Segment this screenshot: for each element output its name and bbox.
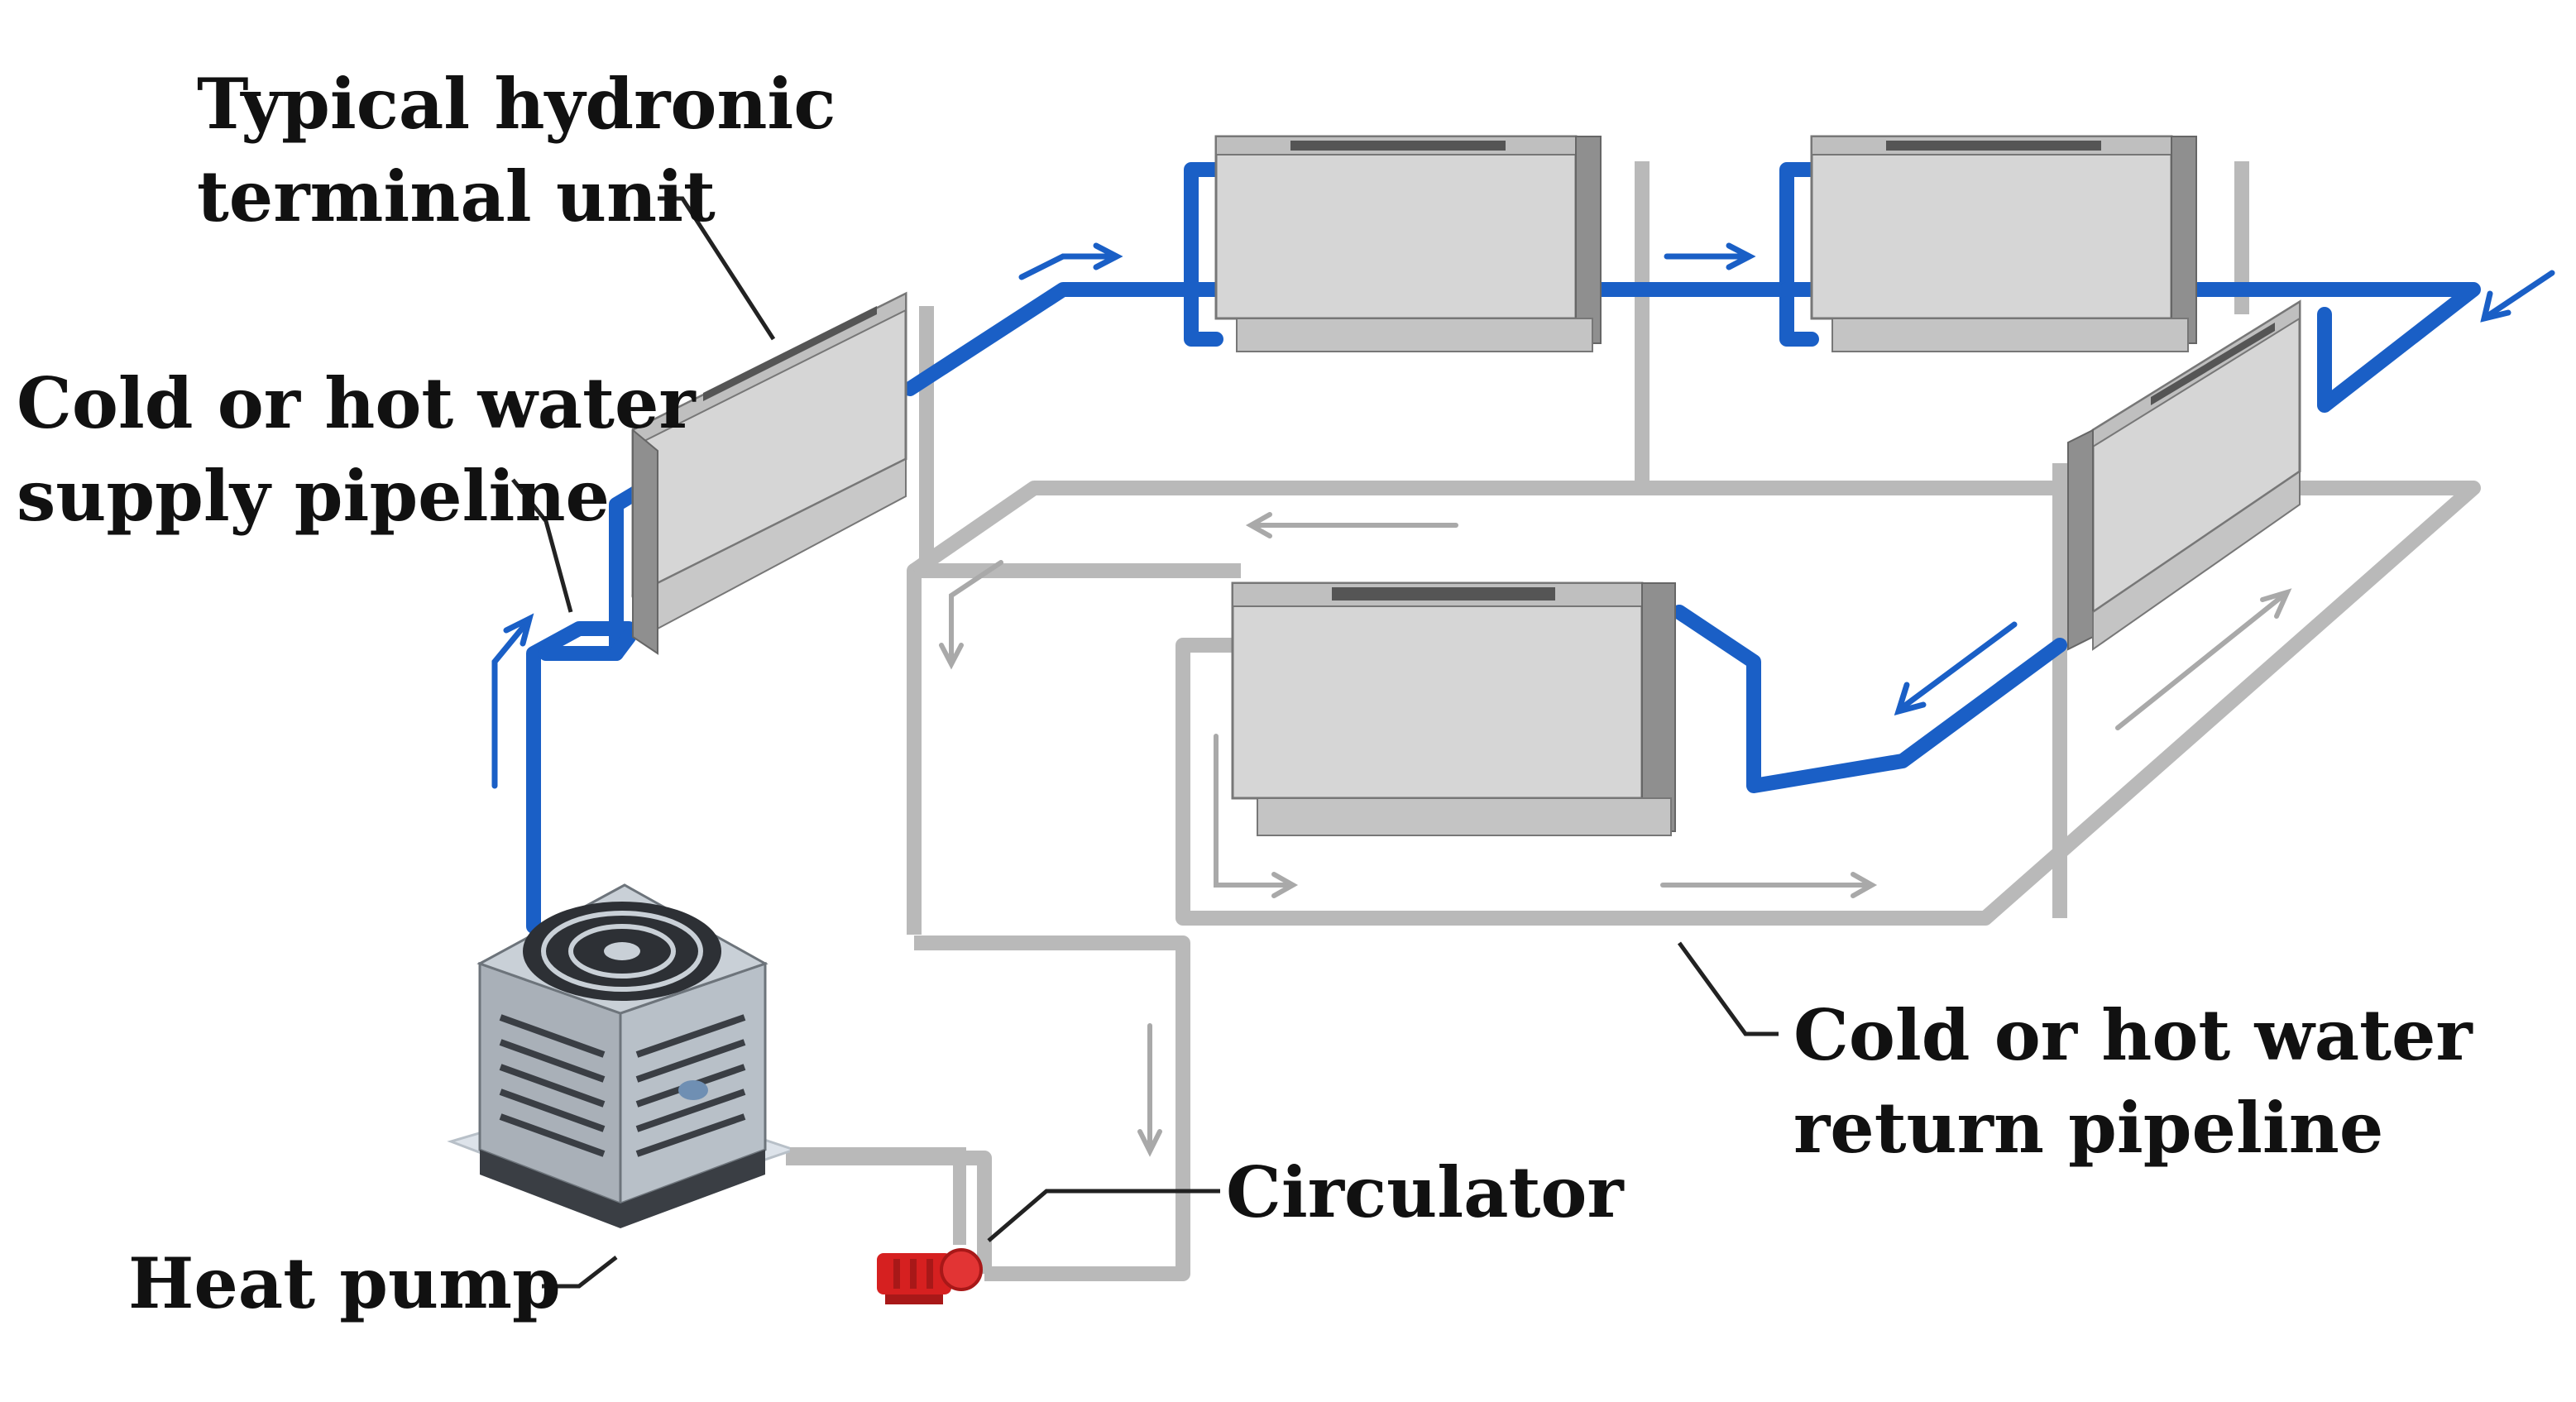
circulator-pump-icon	[877, 1248, 983, 1304]
terminal-unit-right	[2067, 299, 2301, 651]
return-pipeline-label-line-1: Cold or hot water	[1793, 994, 2473, 1076]
return-flow-arrows	[939, 512, 2292, 1157]
terminal-unit-label-line-2: terminal unit	[197, 156, 716, 237]
heat-pump-icon	[447, 883, 798, 1228]
terminal-unit-top-2	[1810, 135, 2197, 352]
leader-lines	[511, 196, 1779, 1289]
terminal-unit-center	[1231, 581, 1676, 836]
terminal-unit-top-1	[1214, 135, 1602, 352]
terminal-unit-label-line-1: Typical hydronic	[197, 63, 836, 145]
supply-flow-arrows	[491, 242, 2555, 789]
return-pipeline	[786, 161, 2481, 1281]
supply-pipeline-label-line-1: Cold or hot water	[17, 362, 696, 444]
terminal-unit-left	[631, 291, 907, 655]
return-pipeline-label: Cold or hot water return pipeline	[1793, 989, 2473, 1175]
pump-connection-pipe	[790, 1147, 966, 1245]
heat-pump-label: Heat pump	[128, 1237, 561, 1330]
supply-pipeline-label: Cold or hot water supply pipeline	[17, 357, 696, 543]
heat-pump-label-text: Heat pump	[128, 1242, 561, 1324]
supply-pipeline-label-line-2: supply pipeline	[17, 455, 610, 537]
terminal-unit-label: Typical hydronic terminal unit	[197, 58, 836, 243]
circulator-label: Circulator	[1226, 1146, 1624, 1239]
return-pipeline-label-line-2: return pipeline	[1793, 1087, 2384, 1169]
circulator-label-text: Circulator	[1226, 1151, 1624, 1233]
